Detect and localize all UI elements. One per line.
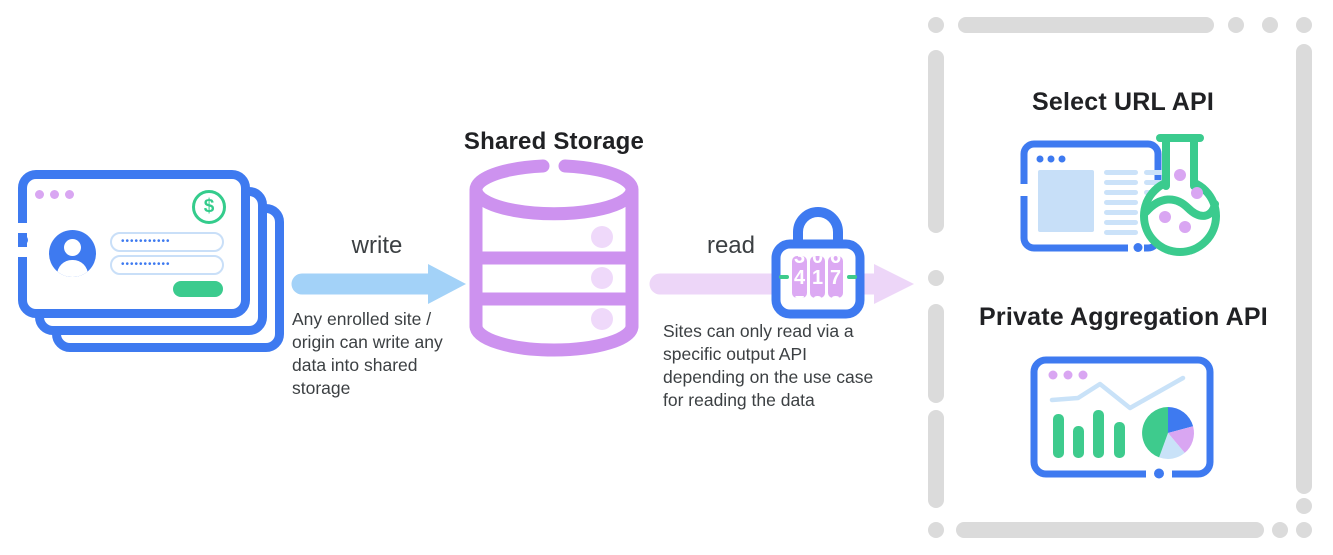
svg-text:2: 2 (812, 293, 823, 315)
shared-storage-title: Shared Storage (463, 128, 645, 155)
svg-text:1: 1 (812, 267, 823, 289)
svg-text:5: 5 (794, 293, 805, 315)
bubble-dots (1159, 169, 1203, 233)
avatar-icon (49, 230, 96, 277)
window-dots-icon (1048, 370, 1088, 380)
select-url-api-icon (1017, 134, 1220, 256)
svg-text:7: 7 (830, 267, 841, 289)
write-label: write (351, 232, 403, 259)
submit-button[interactable] (173, 281, 223, 297)
login-card-stack: $ ••••••••••• ••••••••••• (16, 170, 298, 365)
dollar-icon: $ (192, 190, 226, 224)
password-field[interactable]: ••••••••••• (110, 232, 224, 252)
content-block (1038, 170, 1094, 232)
padlock-icon: 3 4 5 0 1 2 6 7 8 (771, 207, 865, 319)
read-caption: Sites can only read via a specific outpu… (663, 321, 874, 411)
border-gap (16, 247, 28, 257)
border-gap (16, 223, 28, 233)
write-arrow-icon (291, 264, 466, 304)
read-label: read (706, 232, 756, 259)
database-icon (469, 159, 639, 357)
write-caption: Any enrolled site / origin can write any… (292, 309, 443, 399)
border-dot-icon (1154, 468, 1164, 479)
svg-text:4: 4 (794, 267, 806, 289)
bar-chart (1053, 410, 1125, 458)
svg-text:6: 6 (830, 246, 841, 268)
login-card: $ ••••••••••• ••••••••••• (16, 170, 250, 318)
window-dots-icon (1036, 155, 1066, 163)
window-dot-icon (50, 190, 59, 199)
svg-text:3: 3 (794, 246, 805, 268)
border-dot-icon (17, 235, 28, 245)
line-chart (1049, 375, 1186, 411)
window-dot-icon (65, 190, 74, 199)
window-dot-icon (35, 190, 44, 199)
pie-chart (1142, 407, 1194, 459)
lock-wheel[interactable]: 0 1 2 (810, 246, 825, 315)
private-aggregation-api-title: Private Aggregation API (979, 303, 1268, 331)
flask-icon (1140, 134, 1220, 256)
lock-wheel[interactable]: 3 4 5 (792, 246, 807, 315)
password-field-confirm[interactable]: ••••••••••• (110, 255, 224, 275)
border-dot-icon (1133, 243, 1143, 252)
svg-text:0: 0 (812, 246, 823, 268)
private-aggregation-api-icon (1030, 356, 1214, 480)
svg-text:8: 8 (830, 293, 841, 315)
select-url-api-title: Select URL API (1031, 88, 1215, 116)
lock-wheel[interactable]: 6 7 8 (828, 246, 843, 315)
